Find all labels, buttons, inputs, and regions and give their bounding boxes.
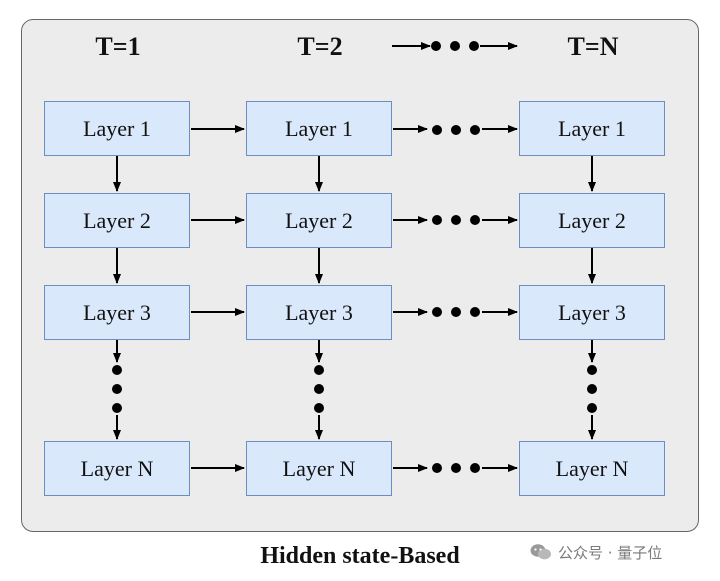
layer-box-cn-r1: Layer 1 xyxy=(519,101,665,156)
watermark-text: 公众号 · 量子位 xyxy=(558,543,663,562)
layer-box-c2-r3: Layer 3 xyxy=(246,285,392,340)
layer-box-c1-r3: Layer 3 xyxy=(44,285,190,340)
layer-box-c2-rn: Layer N xyxy=(246,441,392,496)
layer-box-c1-r2: Layer 2 xyxy=(44,193,190,248)
layer-box-c1-rn: Layer N xyxy=(44,441,190,496)
layer-box-cn-r2: Layer 2 xyxy=(519,193,665,248)
vertical-arrows-c1 xyxy=(112,156,122,440)
vertical-arrows-c2 xyxy=(314,156,324,440)
arrow-c2-cn-r1 xyxy=(393,125,518,135)
column-header-t1: T=1 xyxy=(95,32,141,61)
layer-box-c1-r1: Layer 1 xyxy=(44,101,190,156)
column-header-tn: T=N xyxy=(567,32,619,61)
vertical-arrows-cn xyxy=(587,156,597,440)
column-header-t2: T=2 xyxy=(297,32,343,61)
arrow-c2-cn-r3 xyxy=(393,307,518,317)
layer-box-c2-r1: Layer 1 xyxy=(246,101,392,156)
arrow-c2-cn-r2 xyxy=(393,215,518,225)
watermark: 公众号 · 量子位 xyxy=(530,540,662,564)
layer-box-cn-rn: Layer N xyxy=(519,441,665,496)
diagram-caption: Hidden state-Based xyxy=(260,543,460,569)
layer-box-c2-r2: Layer 2 xyxy=(246,193,392,248)
layer-box-cn-r3: Layer 3 xyxy=(519,285,665,340)
arrow-c2-cn-rn xyxy=(393,463,518,473)
header-ellipsis-arrow xyxy=(392,41,518,51)
wechat-icon xyxy=(530,544,551,560)
